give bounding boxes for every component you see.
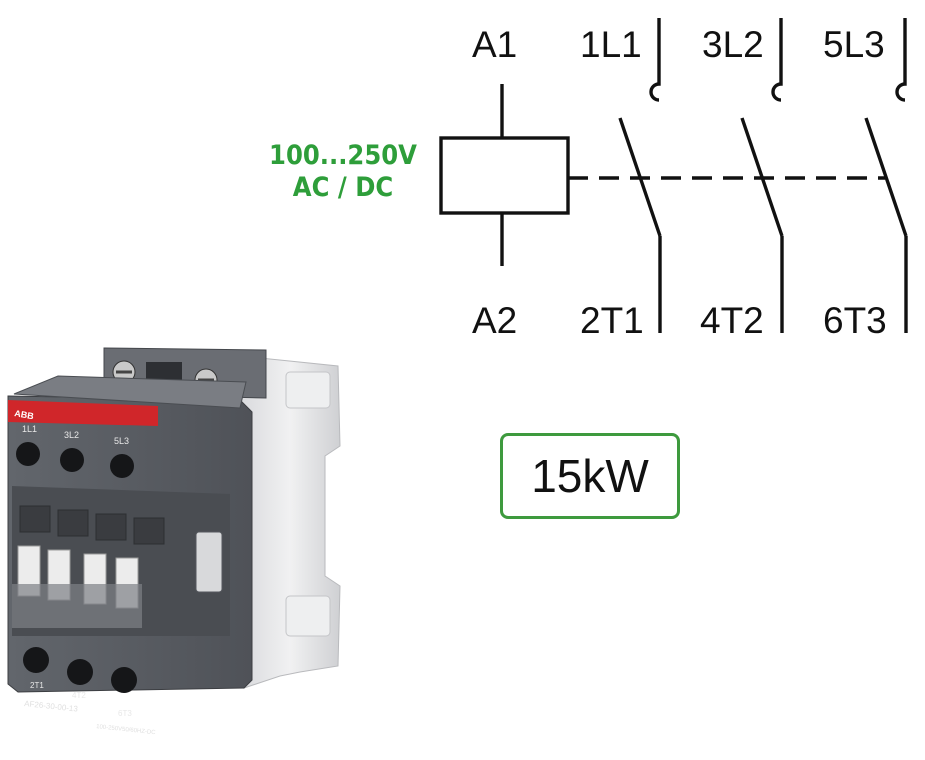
top-block-slot [146, 362, 182, 380]
line-terminal-2: 3L2 [702, 24, 764, 65]
contactor-product-image: ABB 1L1 3L2 5L3 [7, 347, 341, 736]
photo-rating-text: 100-250V50/60HZ-DC [96, 724, 157, 736]
top-tray [13, 375, 247, 409]
pole-1-moving-contact [618, 117, 662, 237]
load-terminal-2: 4T2 [700, 300, 764, 341]
pole-1-fixed-contact [649, 18, 661, 102]
terminal-hole-3l2 [60, 448, 84, 472]
power-rating-badge: 15kW [500, 433, 680, 519]
line-terminal-3: 5L3 [823, 24, 885, 65]
side-clip-top [285, 371, 331, 409]
load-terminal-3: 6T3 [823, 300, 887, 341]
pole-3-moving-contact [864, 117, 908, 237]
photo-label-5l3: 5L3 [114, 436, 129, 446]
photo-label-4t2: 4T2 [72, 691, 86, 700]
terminal-hole-5l3 [110, 454, 134, 478]
photo-label-6t3: 6T3 [118, 709, 132, 718]
terminal-hole-1l1 [16, 442, 40, 466]
photo-label-1l1: 1L1 [22, 424, 37, 434]
power-rating-value: 15kW [531, 450, 649, 502]
coil-voltage-type: AC / DC [292, 172, 394, 204]
pole-2-moving-contact [740, 117, 784, 237]
load-terminal-1: 2T1 [580, 300, 644, 341]
coil-symbol [439, 136, 570, 215]
pole-3-fixed-contact [895, 18, 907, 102]
photo-label-3l2: 3L2 [64, 430, 79, 440]
coil-voltage-label: 100...250V AC / DC [268, 140, 418, 205]
abb-logo-text: ABB [14, 408, 35, 421]
coil-terminal-a1: A1 [472, 24, 518, 65]
aux-slot [195, 531, 223, 593]
line-terminal-1: 1L1 [580, 24, 642, 65]
coil-terminal-a2: A2 [472, 300, 518, 341]
terminal-hole-2t1 [23, 647, 49, 673]
photo-model-text: AF26-30-00-13 [24, 699, 79, 714]
terminal-hole-6t3 [111, 667, 137, 693]
schematic-lines [439, 18, 908, 333]
side-clip-bottom [285, 595, 331, 637]
terminal-hole-4t2 [67, 659, 93, 685]
coil-voltage-range: 100...250V [269, 140, 417, 171]
pole-2-fixed-contact [771, 18, 783, 102]
abb-band [8, 400, 158, 426]
photo-label-2t1: 2T1 [30, 681, 44, 690]
